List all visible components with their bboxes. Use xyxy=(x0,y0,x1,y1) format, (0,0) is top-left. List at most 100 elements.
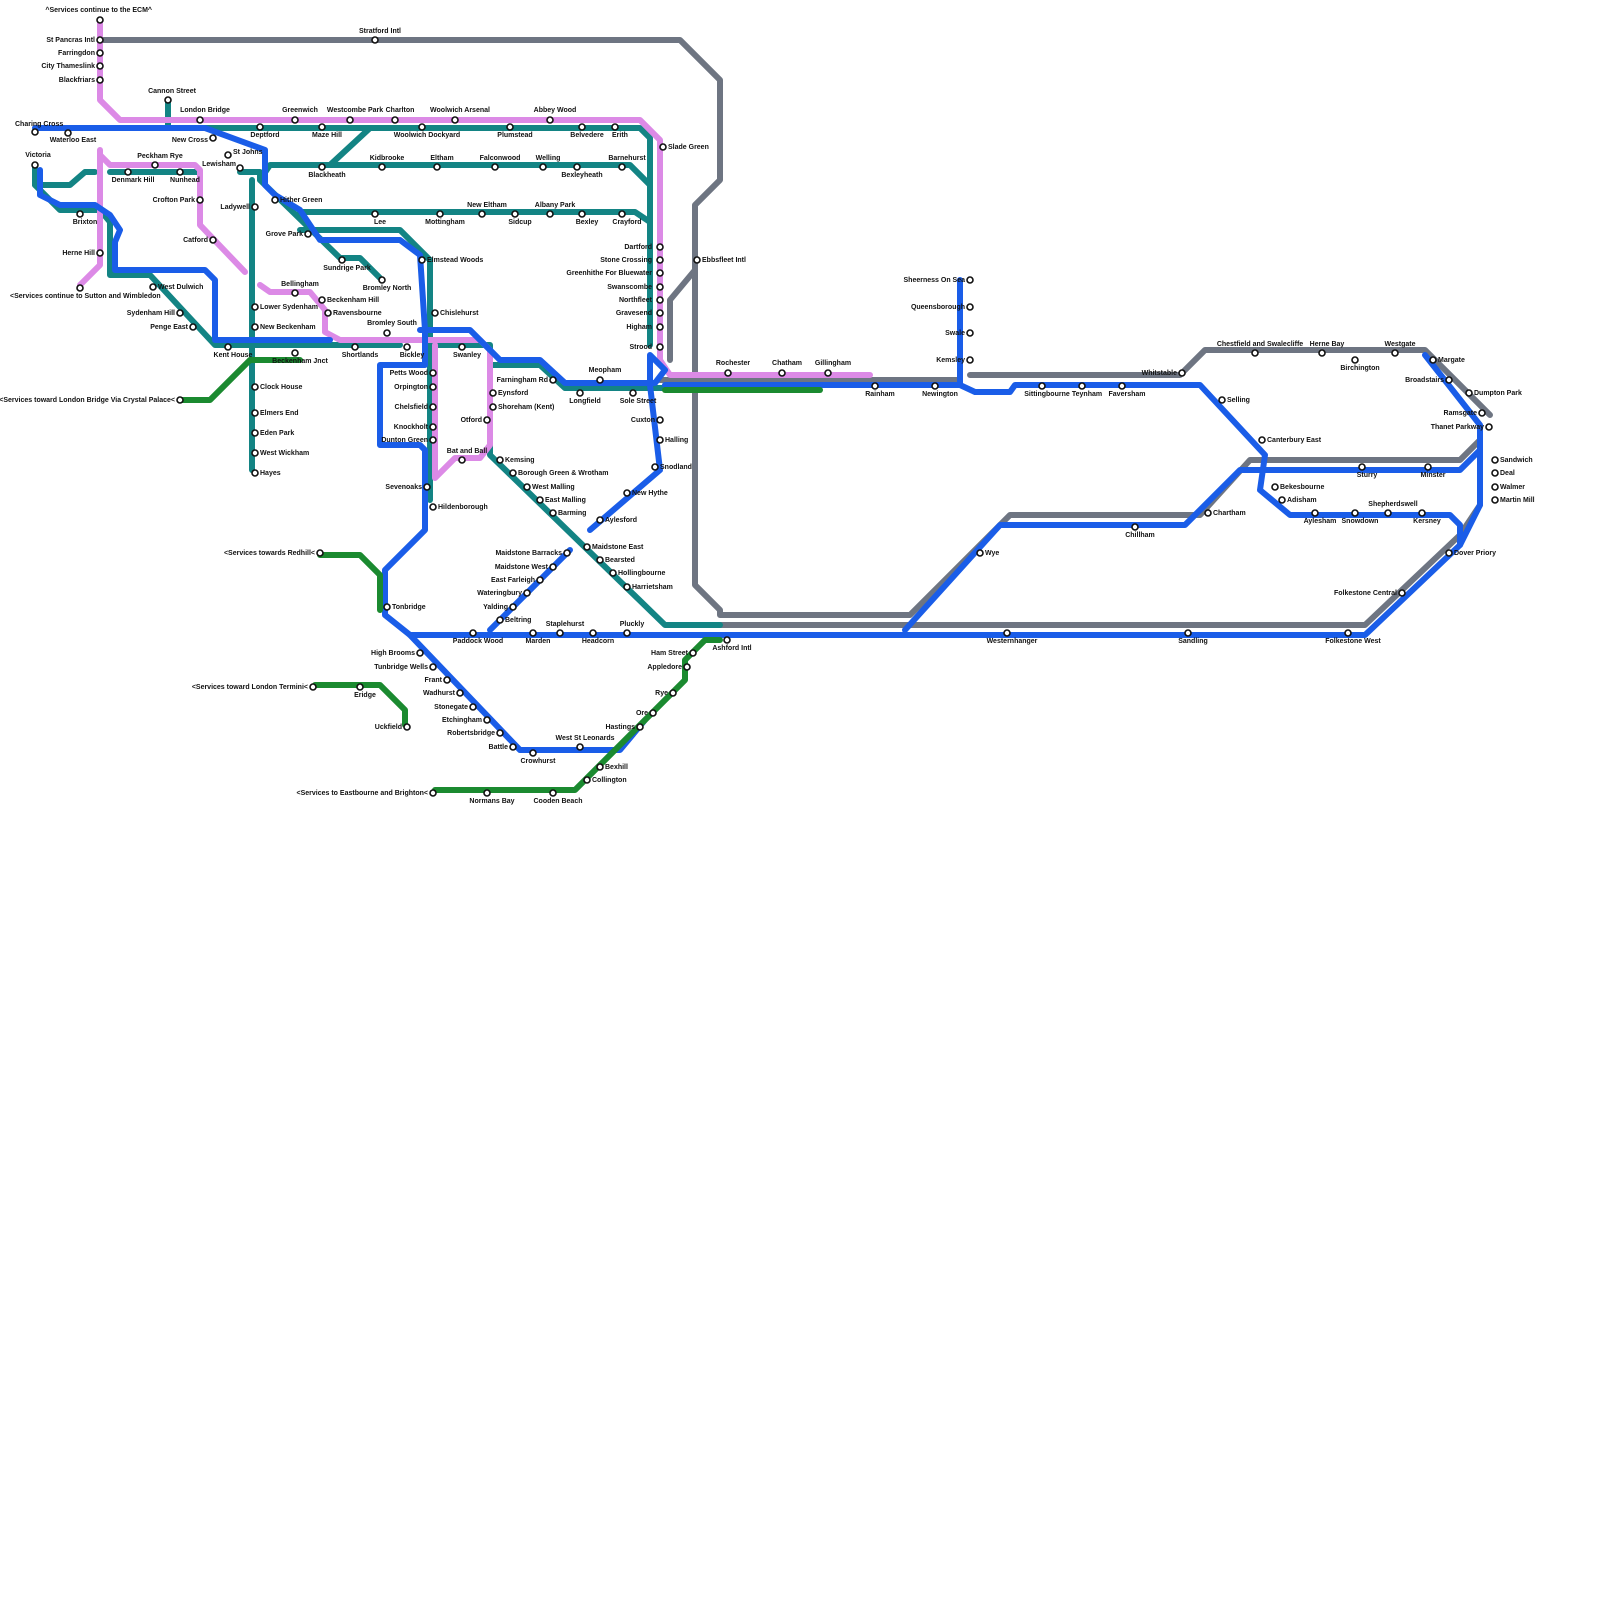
station-marker[interactable] xyxy=(77,285,83,291)
station-marker[interactable] xyxy=(177,169,183,175)
station-marker[interactable] xyxy=(165,97,171,103)
station-marker[interactable] xyxy=(430,370,436,376)
station-marker[interactable] xyxy=(252,410,258,416)
station-marker[interactable] xyxy=(430,424,436,430)
station-marker[interactable] xyxy=(967,357,973,363)
station[interactable]: Brixton xyxy=(73,211,98,226)
station-marker[interactable] xyxy=(272,197,278,203)
station-marker[interactable] xyxy=(547,211,553,217)
station-marker[interactable] xyxy=(657,257,663,263)
station-marker[interactable] xyxy=(510,604,516,610)
station-marker[interactable] xyxy=(319,297,325,303)
station-marker[interactable] xyxy=(430,504,436,510)
station[interactable]: Eden Park xyxy=(252,430,294,437)
station[interactable]: Beltring xyxy=(497,617,531,624)
station-marker[interactable] xyxy=(512,211,518,217)
station-marker[interactable] xyxy=(1132,524,1138,530)
station-marker[interactable] xyxy=(1205,510,1211,516)
station-marker[interactable] xyxy=(305,231,311,237)
station-marker[interactable] xyxy=(225,152,231,158)
station-marker[interactable] xyxy=(497,617,503,623)
station-marker[interactable] xyxy=(317,550,323,556)
station-marker[interactable] xyxy=(97,50,103,56)
station[interactable]: Lower Sydenham xyxy=(252,304,318,311)
station-marker[interactable] xyxy=(319,124,325,130)
station-marker[interactable] xyxy=(579,211,585,217)
station-marker[interactable] xyxy=(252,384,258,390)
station-marker[interactable] xyxy=(724,637,730,643)
station[interactable]: Northfleet xyxy=(619,297,663,304)
station-marker[interactable] xyxy=(584,777,590,783)
station-marker[interactable] xyxy=(310,684,316,690)
station-marker[interactable] xyxy=(357,684,363,690)
station-marker[interactable] xyxy=(97,17,103,23)
station[interactable]: Herne Hill xyxy=(62,250,103,257)
station[interactable]: Bekesbourne xyxy=(1272,484,1324,491)
station-marker[interactable] xyxy=(1486,424,1492,430)
station-marker[interactable] xyxy=(484,717,490,723)
station[interactable]: Sandwich xyxy=(1492,457,1533,464)
station[interactable]: Sydenham Hill xyxy=(127,310,183,317)
station[interactable]: Swanscombe xyxy=(607,284,663,291)
station-marker[interactable] xyxy=(210,237,216,243)
station[interactable]: Ore xyxy=(636,710,656,717)
station-marker[interactable] xyxy=(650,710,656,716)
station-marker[interactable] xyxy=(660,144,666,150)
station-marker[interactable] xyxy=(537,497,543,503)
station-marker[interactable] xyxy=(490,404,496,410)
station[interactable]: Rye xyxy=(655,690,676,697)
station[interactable]: Halling xyxy=(657,437,688,444)
station-marker[interactable] xyxy=(252,450,258,456)
station-marker[interactable] xyxy=(510,744,516,750)
station-marker[interactable] xyxy=(379,164,385,170)
station-marker[interactable] xyxy=(524,484,530,490)
station[interactable]: Maidstone West xyxy=(495,564,556,571)
station-marker[interactable] xyxy=(1279,497,1285,503)
station-marker[interactable] xyxy=(1446,377,1452,383)
station[interactable]: Queensborough xyxy=(911,304,973,311)
station[interactable]: Crofton Park xyxy=(153,197,203,204)
station-marker[interactable] xyxy=(612,124,618,130)
station-marker[interactable] xyxy=(564,550,570,556)
station-marker[interactable] xyxy=(657,244,663,250)
station-marker[interactable] xyxy=(524,590,530,596)
station[interactable]: Cuxton xyxy=(631,417,663,424)
station-marker[interactable] xyxy=(694,257,700,263)
station[interactable]: Catford xyxy=(183,237,216,244)
station-marker[interactable] xyxy=(510,470,516,476)
station-marker[interactable] xyxy=(825,370,831,376)
station[interactable]: Ramsgate xyxy=(1444,410,1485,417)
station-marker[interactable] xyxy=(237,165,243,171)
station[interactable]: Yalding xyxy=(483,604,516,611)
station-marker[interactable] xyxy=(490,390,496,396)
station-marker[interactable] xyxy=(1345,630,1351,636)
station-marker[interactable] xyxy=(470,630,476,636)
station[interactable]: Wye xyxy=(977,550,999,557)
station[interactable]: Dumpton Park xyxy=(1466,390,1522,397)
station-marker[interactable] xyxy=(597,517,603,523)
station-marker[interactable] xyxy=(372,211,378,217)
station-marker[interactable] xyxy=(932,383,938,389)
station-marker[interactable] xyxy=(1079,383,1085,389)
station[interactable]: Cannon Street xyxy=(148,88,197,103)
station-marker[interactable] xyxy=(657,270,663,276)
station[interactable]: Birchington xyxy=(1340,357,1379,372)
station-marker[interactable] xyxy=(352,344,358,350)
station[interactable]: Greenhithe For Bluewater xyxy=(566,270,663,277)
station-marker[interactable] xyxy=(392,117,398,123)
station-marker[interactable] xyxy=(657,284,663,290)
station-marker[interactable] xyxy=(1399,590,1405,596)
station-marker[interactable] xyxy=(657,417,663,423)
station[interactable]: Otford xyxy=(461,417,490,424)
station-marker[interactable] xyxy=(437,211,443,217)
station-marker[interactable] xyxy=(1446,550,1452,556)
station-marker[interactable] xyxy=(152,162,158,168)
station-marker[interactable] xyxy=(97,37,103,43)
station[interactable]: Bromley South xyxy=(367,320,417,336)
station-marker[interactable] xyxy=(872,383,878,389)
station[interactable]: Martin Mill xyxy=(1492,497,1535,504)
station[interactable]: Hither Green xyxy=(272,197,322,204)
station-marker[interactable] xyxy=(419,257,425,263)
station-marker[interactable] xyxy=(670,690,676,696)
station[interactable]: Adisham xyxy=(1279,497,1317,504)
